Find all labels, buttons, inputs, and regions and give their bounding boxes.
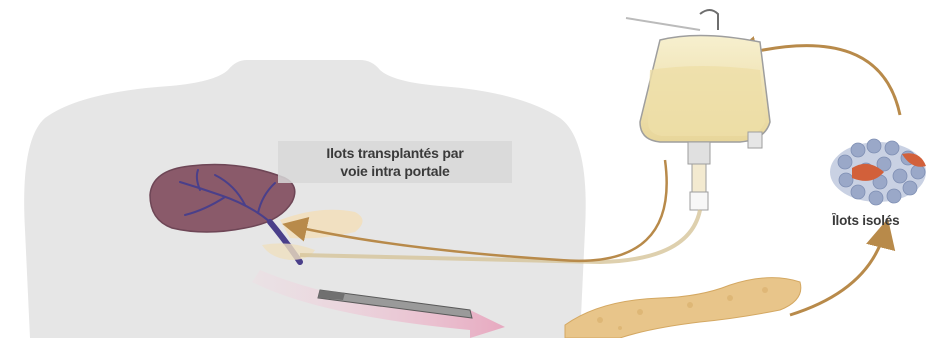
isolated-islets-label: Îlots isolés xyxy=(832,213,946,228)
iv-bag-icon xyxy=(626,10,770,210)
transplant-label-line2: voie intra portale xyxy=(340,162,449,180)
arrow-to-islets xyxy=(790,230,885,315)
transplant-label: Ilots transplantés par voie intra portal… xyxy=(278,141,512,183)
transplant-label-line1: Ilots transplantés par xyxy=(326,144,463,162)
extracted-pancreas xyxy=(565,278,801,338)
isolated-islets xyxy=(830,139,926,205)
